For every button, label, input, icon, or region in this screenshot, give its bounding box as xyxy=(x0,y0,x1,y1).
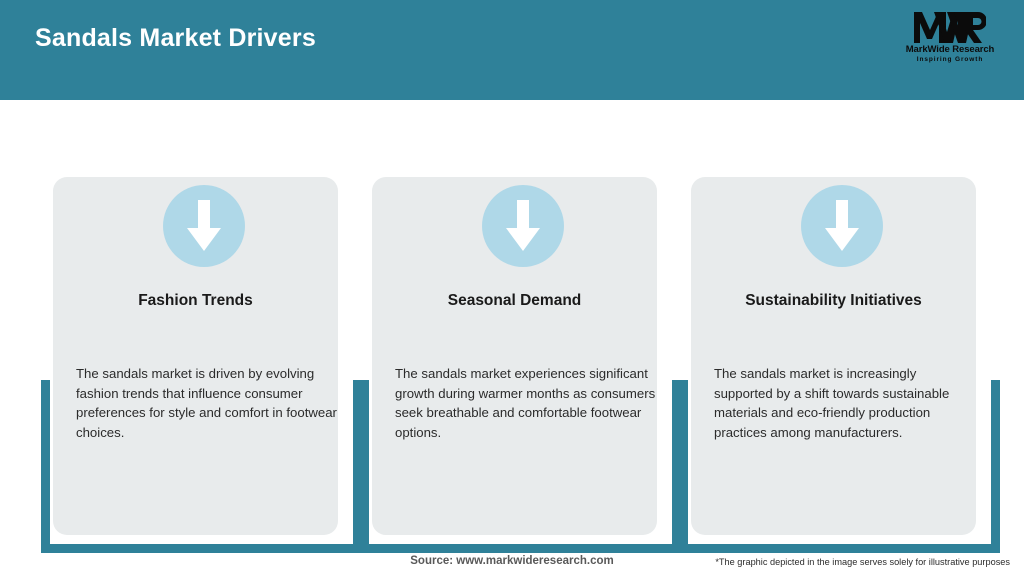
mwr-monogram-icon xyxy=(898,10,1002,44)
logo-company-name: MarkWide Research xyxy=(905,44,995,55)
footer-source: Source: www.markwideresearch.com xyxy=(410,555,614,567)
driver-card-2: Seasonal Demand The sandals market exper… xyxy=(360,137,681,553)
card-accent-frame xyxy=(41,380,362,553)
header-bar: Sandals Market Drivers MarkWide Research xyxy=(0,0,1024,100)
card-title: Fashion Trends xyxy=(138,292,253,309)
page-title: Sandals Market Drivers xyxy=(35,24,316,52)
logo-tagline: Inspiring Growth xyxy=(916,56,984,63)
card-accent-frame xyxy=(679,380,1000,553)
card-body-text: The sandals market experiences significa… xyxy=(395,366,656,440)
driver-card-3: Sustainability Initiatives The sandals m… xyxy=(679,137,1000,553)
card-title: Sustainability Initiatives xyxy=(745,292,922,309)
footer-disclaimer: *The graphic depicted in the image serve… xyxy=(715,557,1010,567)
card-surface: Seasonal Demand The sandals market exper… xyxy=(372,177,657,535)
card-surface: Sustainability Initiatives The sandals m… xyxy=(691,177,976,535)
card-body-text: The sandals market is driven by evolving… xyxy=(76,366,337,440)
card-body-text: The sandals market is increasingly suppo… xyxy=(714,366,950,440)
brand-logo: MarkWide Research Inspiring Growth xyxy=(898,10,1002,66)
card-surface: Fashion Trends The sandals market is dri… xyxy=(53,177,338,535)
card-title: Seasonal Demand xyxy=(447,292,582,309)
arrow-down-icon xyxy=(801,185,883,267)
driver-card-1: Fashion Trends The sandals market is dri… xyxy=(41,137,362,553)
arrow-down-icon xyxy=(163,185,245,267)
arrow-down-icon xyxy=(482,185,564,267)
card-accent-frame xyxy=(360,380,681,553)
